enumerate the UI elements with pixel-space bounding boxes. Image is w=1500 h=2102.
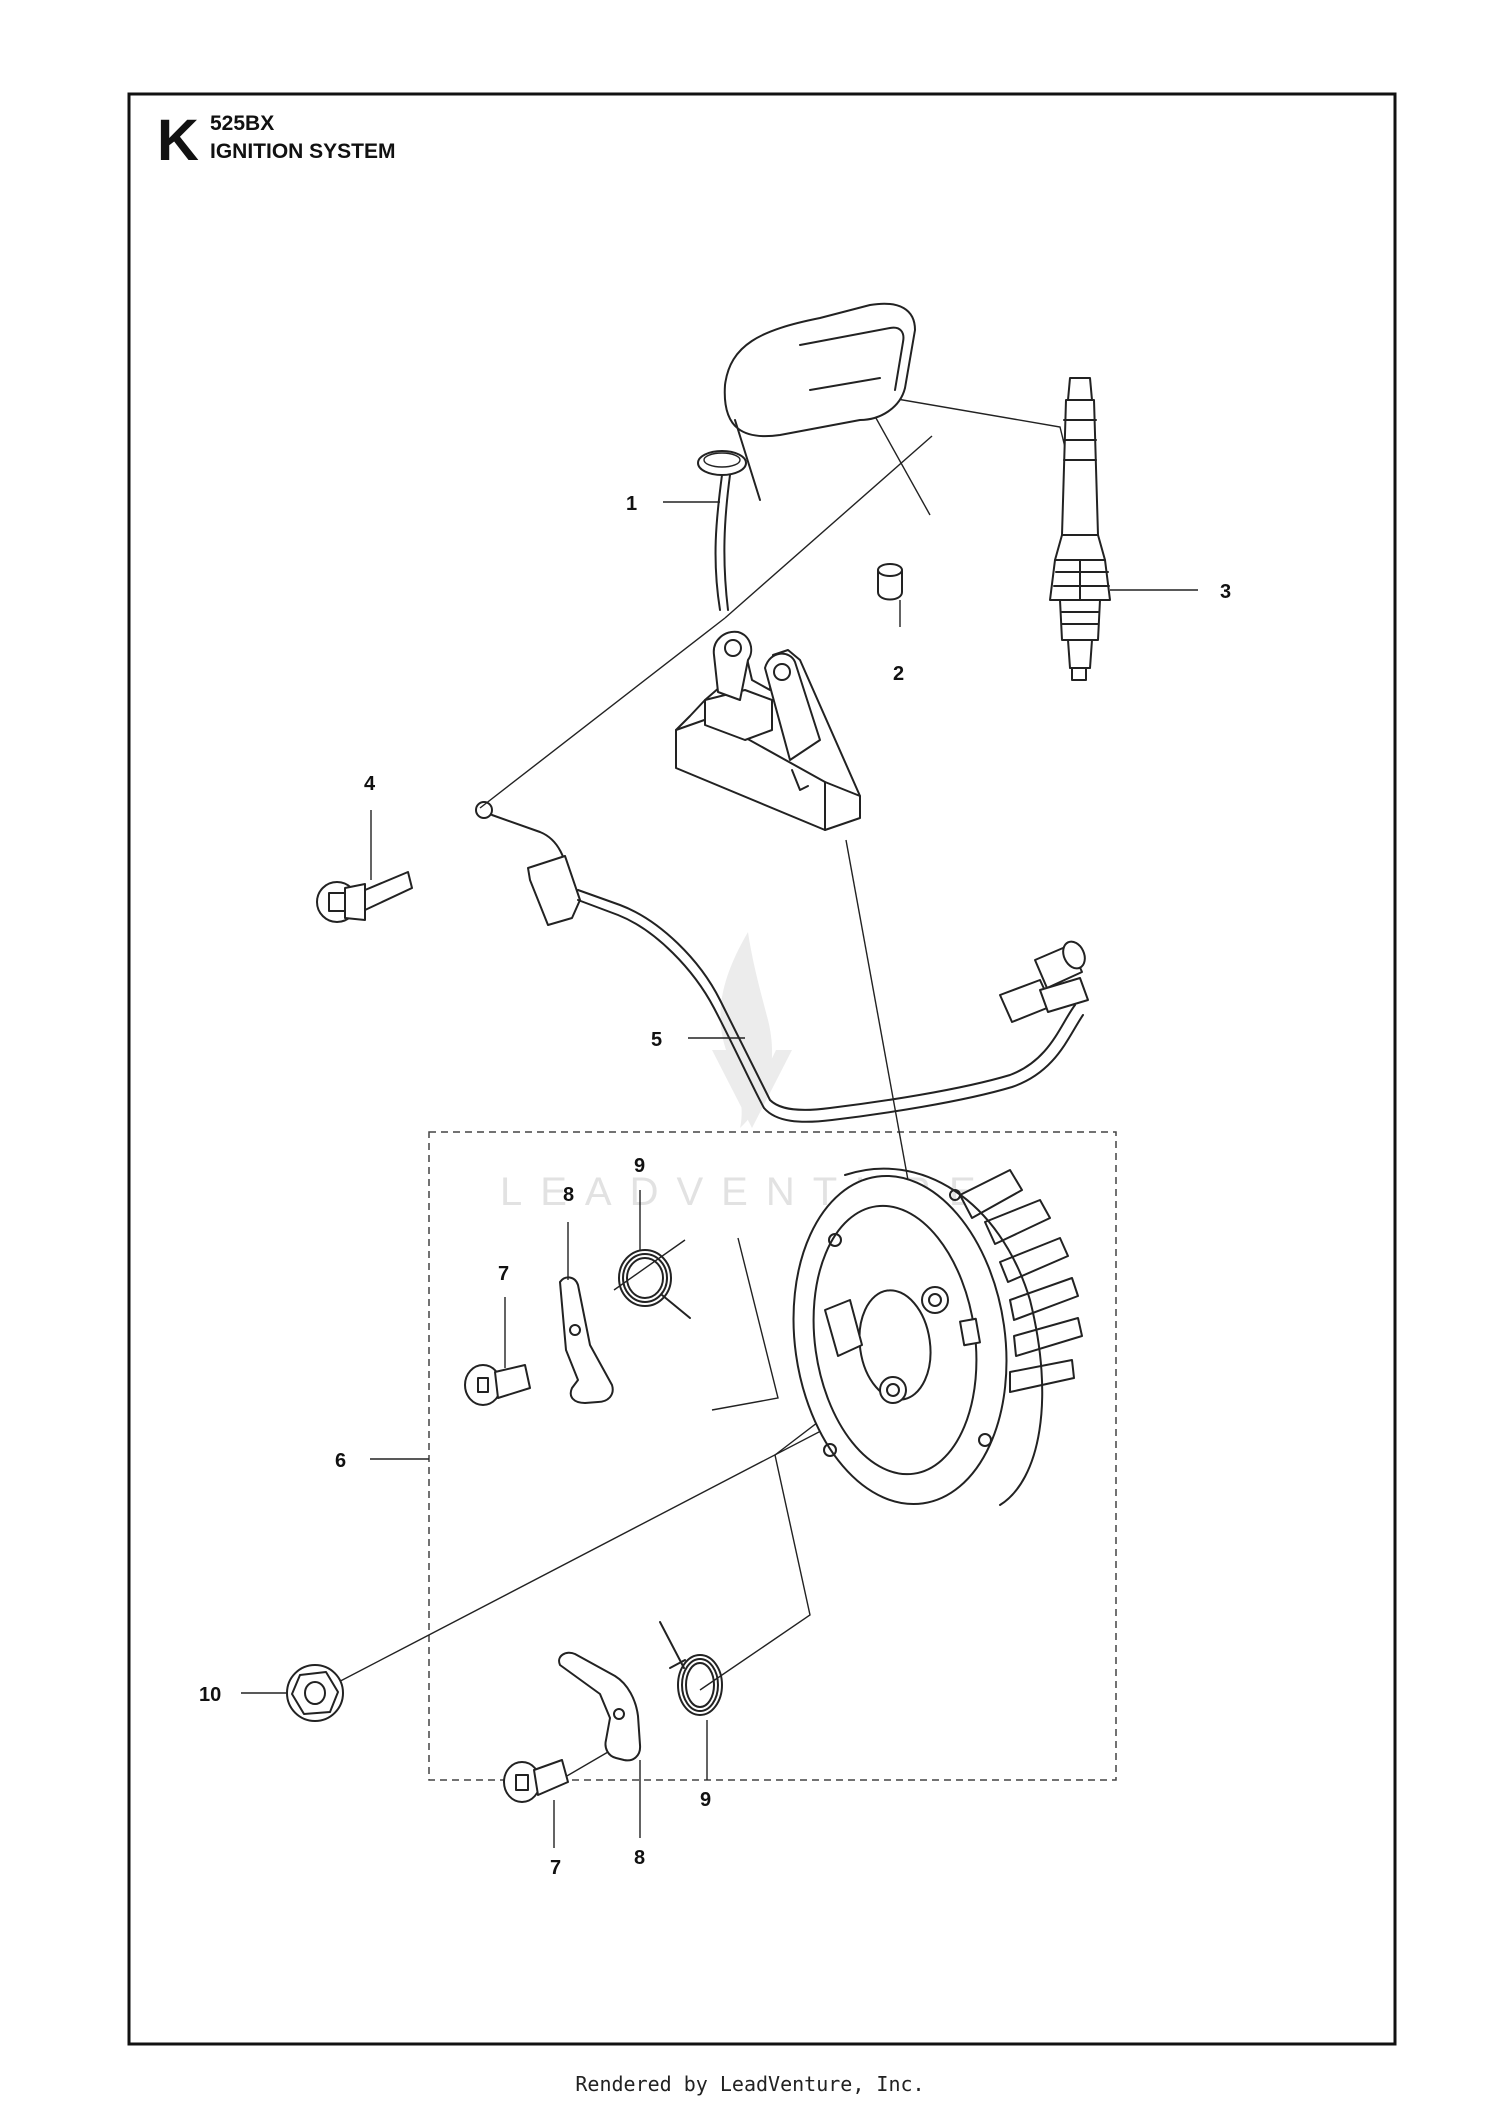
section-letter: K (157, 108, 199, 173)
spring-part (618, 1249, 691, 1319)
pawl-bolt-part (464, 1364, 531, 1406)
callout-1: 1 (626, 493, 637, 515)
callout-7-upper: 7 (498, 1263, 509, 1285)
leader-lines (241, 501, 1198, 1848)
callout-10: 10 (199, 1684, 221, 1706)
callout-7-lower: 7 (550, 1857, 561, 1879)
spark-plug-part (1049, 377, 1111, 681)
callout-9-upper: 9 (634, 1155, 645, 1177)
flywheel-part (792, 1167, 1083, 1506)
pawl-part (559, 1276, 614, 1404)
model-number: 525BX (210, 112, 274, 135)
spacer-part (877, 563, 903, 601)
pawl-bolt-part (503, 1759, 569, 1803)
watermark-v-icon (712, 1050, 792, 1128)
footer-credit: Rendered by LeadVenture, Inc. (575, 2072, 925, 2096)
callout-8-lower: 8 (634, 1847, 645, 1869)
page-frame (127, 92, 1397, 2046)
callout-8-upper: 8 (563, 1184, 574, 1206)
screw-part (316, 871, 413, 923)
callout-9-lower: 9 (700, 1789, 711, 1811)
ignition-module-part (675, 302, 916, 831)
spring-part (659, 1621, 723, 1716)
flange-nut-part (286, 1664, 344, 1722)
callout-3: 3 (1220, 581, 1231, 603)
callout-6: 6 (335, 1450, 346, 1472)
diagram-title: IGNITION SYSTEM (210, 140, 396, 163)
callout-5: 5 (651, 1029, 662, 1051)
callout-2: 2 (893, 663, 904, 685)
callout-numbers: 1 2 3 4 5 6 7 8 9 10 7 8 9 (199, 493, 1231, 1879)
pawl-part (558, 1651, 642, 1762)
callout-4: 4 (364, 773, 376, 795)
stop-wire-part (475, 801, 1089, 1123)
flywheel-assembly-box (428, 1131, 1117, 1781)
